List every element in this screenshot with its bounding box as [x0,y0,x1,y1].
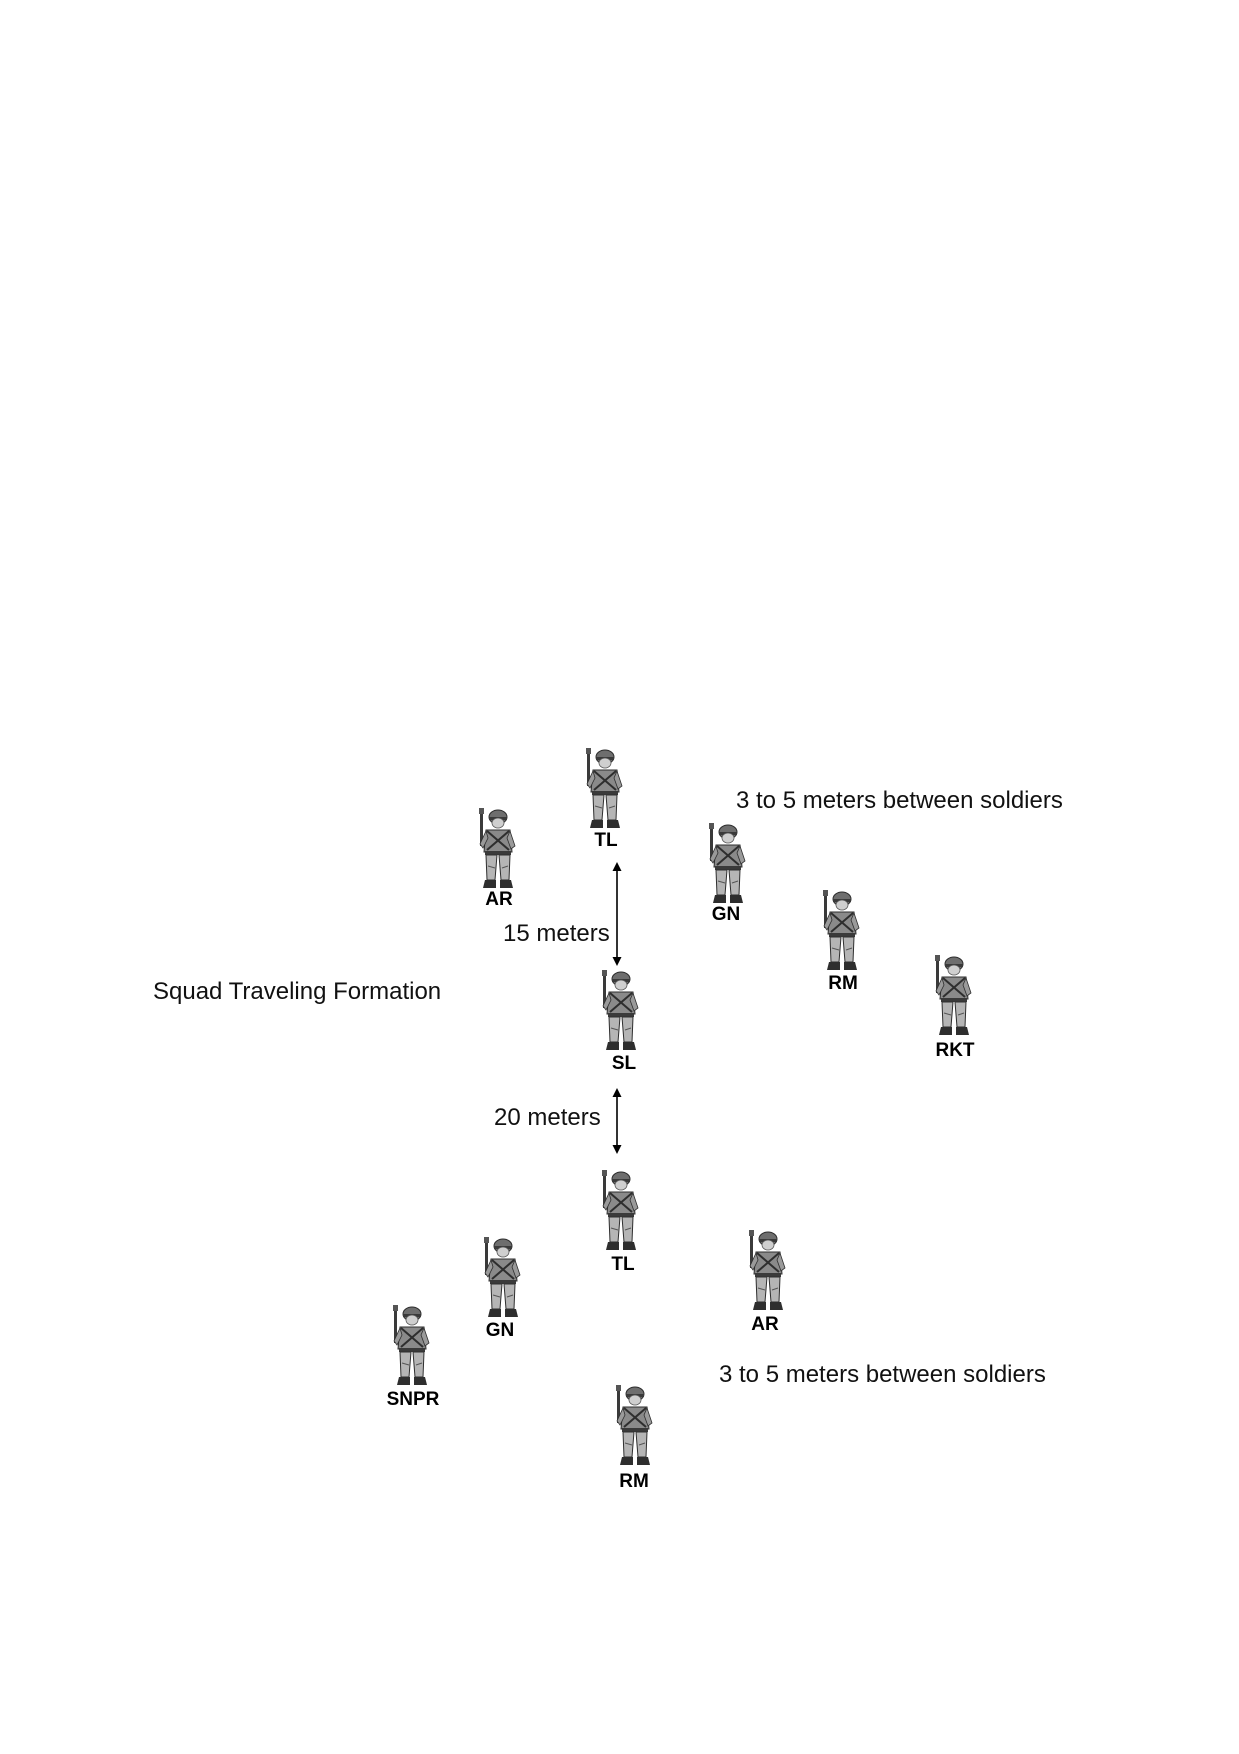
distance-arrow-20m [612,1088,622,1154]
soldier-icon [392,1305,430,1386]
distance-15-meters-caption: 15 meters [503,920,610,947]
role-label-rear-rm: RM [619,1471,649,1492]
role-label-rear-tl: TL [611,1254,635,1275]
soldier-icon [934,955,972,1036]
distance-20-meters-caption: 20 meters [494,1104,601,1131]
diagram-title: Squad Traveling Formation [153,978,442,1005]
front-team-spacing-caption: 3 to 5 meters between soldiers [736,787,1063,814]
role-label-rear-ar: AR [751,1314,779,1335]
soldier-icon [615,1385,653,1466]
distance-arrow-15m [612,862,622,966]
soldier-icon [822,890,860,971]
soldier-icon [483,1237,521,1318]
role-label-rear-gn: GN [485,1320,515,1341]
role-label-front-rkt: RKT [935,1040,975,1061]
soldier-icon [478,808,516,889]
role-label-rear-snpr: SNPR [386,1389,440,1410]
role-label-front-rm: RM [828,973,858,994]
role-label-front-tl: TL [594,830,618,851]
soldier-icon [585,748,623,829]
role-label-front-gn: GN [711,904,741,925]
soldier-icon [748,1230,786,1311]
role-label-squad-leader: SL [611,1053,637,1074]
soldier-icon [601,970,639,1051]
role-label-front-ar: AR [485,889,513,910]
soldier-icon [601,1170,639,1251]
rear-team-spacing-caption: 3 to 5 meters between soldiers [719,1361,1046,1388]
soldier-icon [708,823,746,904]
